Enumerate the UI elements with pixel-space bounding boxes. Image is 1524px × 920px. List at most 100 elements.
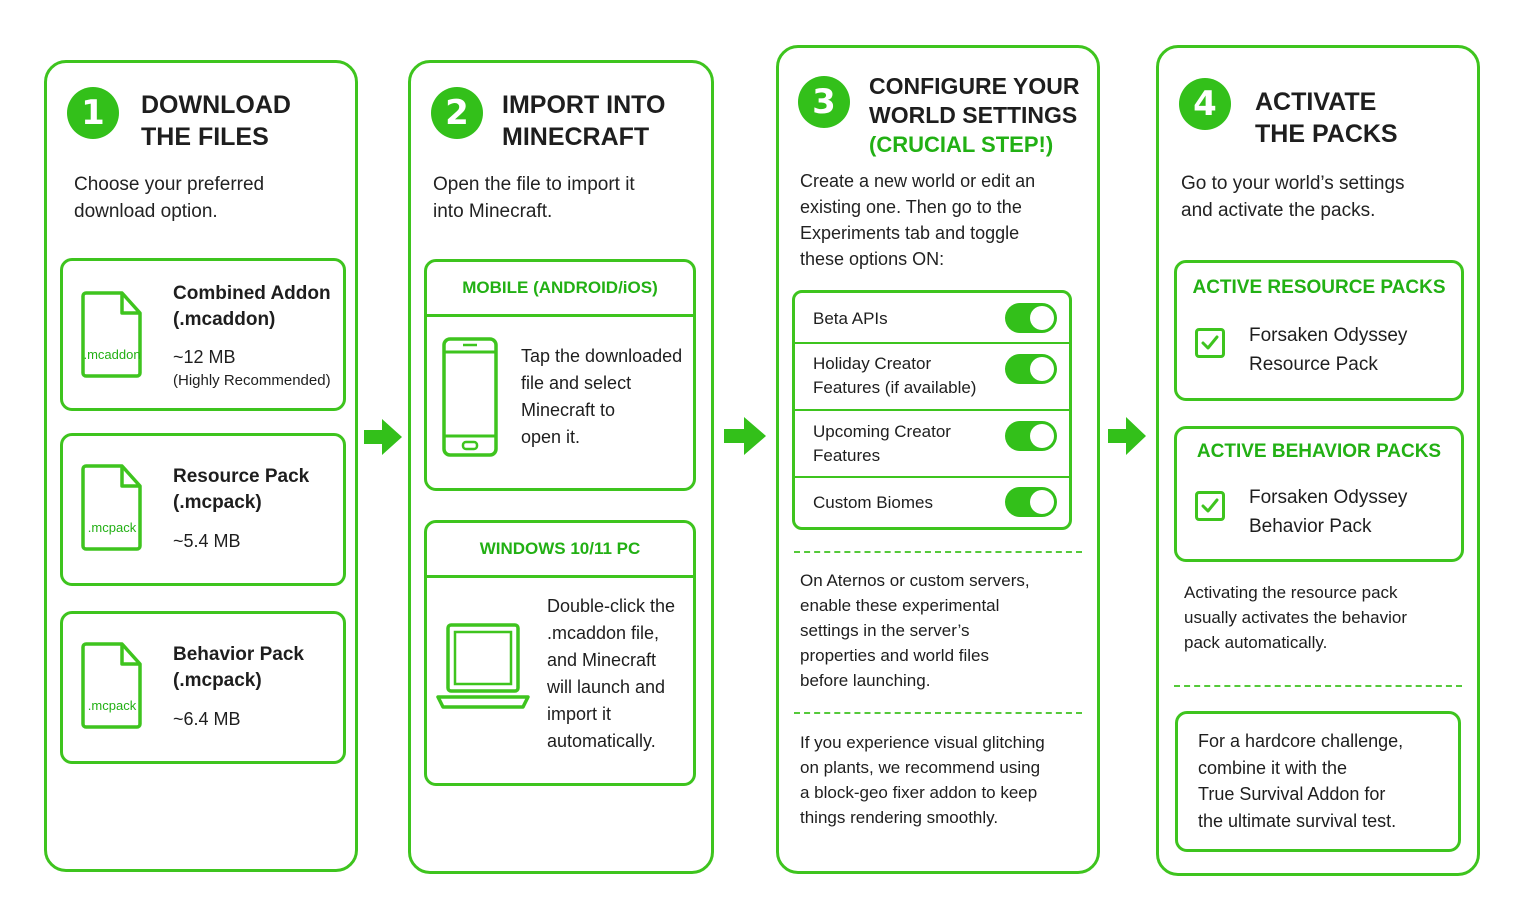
toggle-knob: [1030, 424, 1054, 448]
file-size: ~5.4 MB: [173, 531, 241, 551]
step-title: ACTIVATE THE PACKS: [1255, 86, 1398, 150]
step-description: Choose your preferred download option.: [74, 171, 264, 225]
instruction-line: automatically.: [547, 731, 656, 751]
file-name-line: (.mcpack): [173, 492, 262, 513]
file-name: Combined Addon (.mcaddon): [173, 281, 331, 333]
experiments-toggle-list: Beta APIs Holiday Creator Features (if a…: [792, 290, 1072, 530]
file-name-line: (.mcaddon): [173, 309, 276, 330]
file-name-line: Resource Pack: [173, 466, 310, 487]
file-icon: .mcpack: [81, 464, 142, 551]
toggle-row-holiday-creator: Holiday Creator Features (if available): [795, 344, 1069, 411]
step-number-badge: 4: [1179, 78, 1231, 130]
pack-name-line: Forsaken Odyssey: [1249, 487, 1408, 508]
file-icon: .mcpack: [81, 642, 142, 729]
note-line: things rendering smoothly.: [800, 808, 999, 827]
mobile-instructions-text: Tap the downloaded file and select Minec…: [521, 343, 682, 451]
beta-apis-toggle[interactable]: [1005, 303, 1057, 333]
description-line: existing one. Then go to the: [800, 197, 1022, 217]
pack-name-line: Forsaken Odyssey: [1249, 325, 1408, 346]
tip-line: the ultimate survival test.: [1198, 810, 1397, 831]
file-icon-label: .mcaddon: [83, 347, 140, 362]
toggle-label: Holiday Creator Features (if available): [813, 352, 976, 400]
file-icon-label: .mcpack: [88, 520, 137, 535]
glitch-note: If you experience visual glitching on pl…: [800, 730, 1045, 830]
note-line: before launching.: [800, 671, 931, 690]
toggle-label-line: Custom Biomes: [813, 493, 933, 512]
note-line: enable these experimental: [800, 596, 1000, 615]
windows-instructions-text: Double-click the .mcaddon file, and Mine…: [547, 593, 675, 755]
pack-name-line: Behavior Pack: [1249, 516, 1372, 537]
step-title-line: WORLD SETTINGS: [869, 102, 1078, 128]
active-behavior-packs: ACTIVE BEHAVIOR PACKS Forsaken Odyssey B…: [1174, 426, 1464, 562]
holiday-creator-toggle[interactable]: [1005, 354, 1057, 384]
step-title-line: THE PACKS: [1255, 120, 1398, 148]
download-option-combined-addon[interactable]: .mcaddon Combined Addon (.mcaddon) ~12 M…: [60, 258, 346, 411]
note-line: Activating the resource pack: [1184, 583, 1398, 602]
file-name-line: (.mcpack): [173, 670, 262, 691]
step-4-panel: 4 ACTIVATE THE PACKS Go to your world’s …: [1156, 45, 1480, 876]
toggle-label-line: Features: [813, 446, 881, 465]
instruction-line: will launch and: [547, 677, 666, 697]
toggle-knob: [1030, 306, 1054, 330]
step-title: DOWNLOAD THE FILES: [141, 89, 291, 153]
laptop-icon: [436, 623, 530, 709]
upcoming-creator-toggle[interactable]: [1005, 421, 1057, 451]
instruction-line: and Minecraft: [547, 650, 657, 670]
toggle-row-upcoming-creator: Upcoming Creator Features: [795, 411, 1069, 478]
instruction-line: .mcaddon file,: [547, 623, 660, 643]
note-line: usually activates the behavior: [1184, 608, 1408, 627]
file-icon-label: .mcpack: [88, 698, 137, 713]
step-title: CONFIGURE YOUR WORLD SETTINGS (CRUCIAL S…: [869, 72, 1079, 159]
step-description: Open the file to import it into Minecraf…: [433, 171, 635, 225]
description-line: Go to your world’s settings: [1181, 173, 1405, 194]
file-name-line: Behavior Pack: [173, 644, 304, 665]
step-description: Go to your world’s settings and activate…: [1181, 170, 1405, 224]
toggle-label: Beta APIs: [813, 307, 888, 331]
toggle-label-line: Beta APIs: [813, 309, 888, 328]
dashed-divider: [794, 551, 1082, 553]
instruction-line: Minecraft to: [521, 400, 616, 420]
toggle-row-beta-apis: Beta APIs: [795, 293, 1069, 344]
pack-name-line: Resource Pack: [1249, 354, 1378, 375]
server-note: On Aternos or custom servers, enable the…: [800, 568, 1030, 693]
description-line: into Minecraft.: [433, 201, 553, 222]
file-recommendation-note: (Highly Recommended): [173, 372, 331, 389]
windows-instructions: WINDOWS 10/11 PC Double-click the .mcadd…: [424, 520, 696, 786]
step-title-line: MINECRAFT: [502, 123, 650, 151]
step-1-panel: 1 DOWNLOAD THE FILES Choose your preferr…: [44, 60, 358, 872]
note-line: on plants, we recommend using: [800, 758, 1041, 777]
download-option-behavior-pack[interactable]: .mcpack Behavior Pack (.mcpack) ~6.4 MB: [60, 611, 346, 764]
instruction-line: file and select: [521, 373, 632, 393]
description-line: Experiments tab and toggle: [800, 223, 1020, 243]
resource-pack-checkbox[interactable]: [1195, 328, 1225, 358]
toggle-label-line: Holiday Creator: [813, 354, 932, 373]
hardcore-tip-text: For a hardcore challenge, combine it wit…: [1198, 728, 1403, 834]
behavior-pack-checkbox[interactable]: [1195, 491, 1225, 521]
check-icon: [1201, 498, 1219, 513]
instruction-line: import it: [547, 704, 612, 724]
mobile-header: MOBILE (ANDROID/iOS): [427, 262, 693, 317]
instruction-line: Double-click the: [547, 596, 676, 616]
step-number-badge: 2: [431, 87, 483, 139]
toggle-label-line: Upcoming Creator: [813, 422, 951, 441]
file-size: ~12 MB: [173, 347, 236, 367]
description-line: these options ON:: [800, 249, 945, 269]
description-line: download option.: [74, 201, 218, 222]
step-title-line: IMPORT INTO: [502, 91, 666, 119]
note-line: properties and world files: [800, 646, 989, 665]
step-number-badge: 1: [67, 87, 119, 139]
download-option-resource-pack[interactable]: .mcpack Resource Pack (.mcpack) ~5.4 MB: [60, 433, 346, 586]
custom-biomes-toggle[interactable]: [1005, 487, 1057, 517]
toggle-label-line: Features (if available): [813, 378, 977, 397]
note-line: settings in the server’s: [800, 621, 970, 640]
file-size: ~6.4 MB: [173, 709, 241, 729]
tip-line: True Survival Addon for: [1198, 784, 1386, 804]
note-line: a block-geo fixer addon to keep: [800, 783, 1038, 802]
active-resource-packs: ACTIVE RESOURCE PACKS Forsaken Odyssey R…: [1174, 260, 1464, 401]
instruction-line: open it.: [521, 427, 581, 447]
phone-icon: [442, 337, 498, 457]
step-title-line: ACTIVATE: [1255, 88, 1377, 116]
toggle-label: Custom Biomes: [813, 491, 933, 515]
arrow-right-icon: [364, 419, 402, 455]
dashed-divider: [1174, 685, 1462, 687]
